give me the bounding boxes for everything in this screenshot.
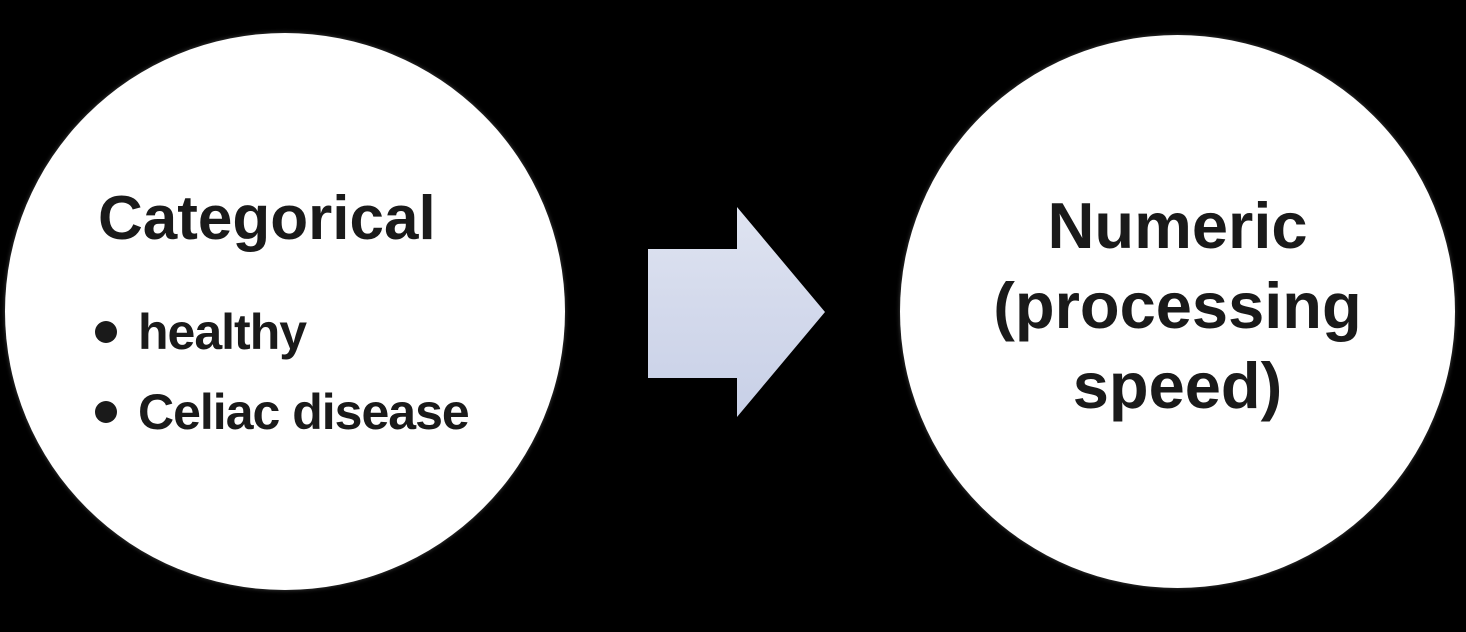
bullet-icon [95, 401, 117, 423]
numeric-label-line2: (processing [993, 269, 1362, 342]
numeric-label-line3: speed) [1072, 349, 1283, 422]
numeric-node: Numeric (processing speed) [900, 35, 1455, 588]
categorical-title: Categorical [98, 184, 436, 253]
numeric-label: Numeric (processing speed) [900, 186, 1455, 426]
right-arrow-icon [648, 207, 825, 417]
list-item: healthy [95, 292, 469, 372]
categorical-bullet-list: healthy Celiac disease [95, 292, 470, 452]
bullet-label-healthy: healthy [138, 304, 307, 360]
bullet-label-celiac-disease: Celiac disease [138, 384, 470, 440]
numeric-label-line1: Numeric [1047, 189, 1308, 262]
list-item: Celiac disease [95, 372, 470, 452]
categorical-node: Categorical healthy Celiac disease [5, 33, 565, 590]
bullet-icon [95, 321, 117, 343]
